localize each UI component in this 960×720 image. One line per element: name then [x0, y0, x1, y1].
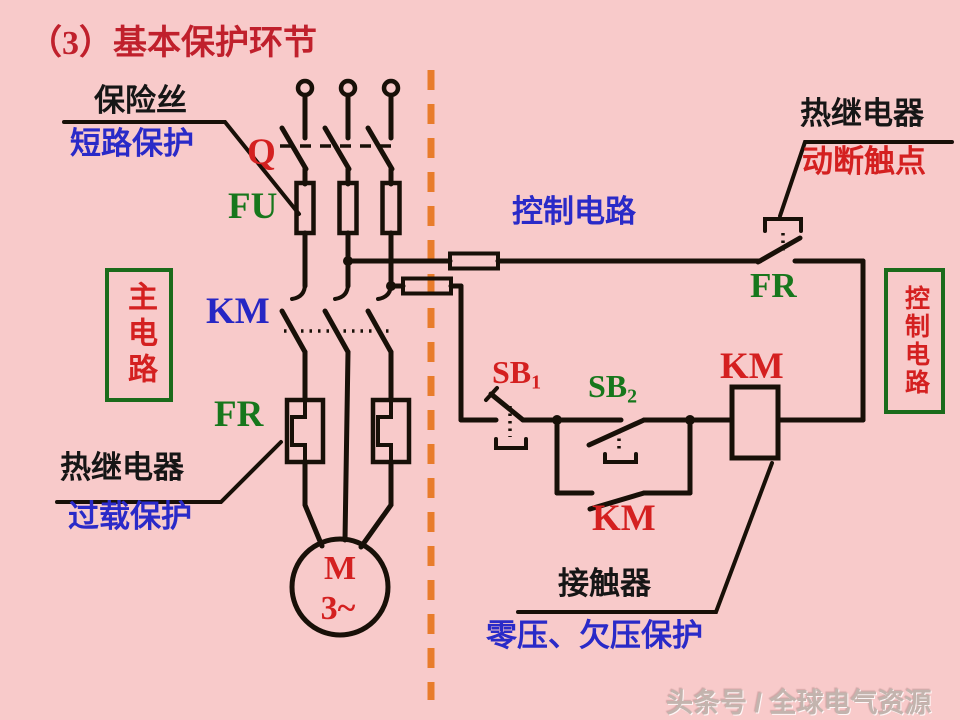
contactor-ref-km-main: KM: [206, 291, 270, 332]
motor-ref: M: [323, 550, 357, 587]
control-circuit-box-label: 控制电路: [901, 285, 929, 397]
disconnect-switch-q: [279, 93, 397, 187]
km-coil-symbol: [729, 384, 781, 461]
sb2-subscript: 2: [627, 385, 638, 408]
sb1-subscript: 1: [531, 371, 542, 394]
km-main-contacts: [279, 282, 394, 355]
fr-nc-contact: [755, 217, 866, 423]
control-circuit-label: 控制电路: [512, 194, 636, 229]
main-circuit-box-label: 主电路: [123, 281, 156, 389]
motor-phase: 3~: [320, 590, 356, 627]
fuse-ref-fu: FU: [228, 186, 278, 227]
thermal-ref-fr-control: FR: [750, 266, 797, 305]
stop-button-ref-sb1: SB1: [492, 354, 542, 394]
km-aux-contact: [554, 417, 693, 512]
contactor-label: 接触器: [558, 566, 651, 601]
fuse-label: 保险丝: [94, 83, 187, 118]
coil-ref-km: KM: [720, 346, 784, 387]
motor-symbol: [289, 536, 391, 638]
page-title: （3）基本保护环节: [28, 25, 317, 62]
sb1-stop-button: [458, 386, 528, 450]
three-phase-terminals-icon: [295, 78, 401, 98]
voltage-protection-label: 零压、欠压保护: [486, 618, 703, 653]
pointer-lines: [55, 120, 954, 614]
main-circuit-box: 主电路: [105, 268, 173, 402]
control-circuit-box: 控制电路: [884, 268, 945, 414]
thermal-relay-label-left: 热继电器: [60, 450, 184, 485]
thermal-ref-fr-main: FR: [214, 394, 264, 435]
motor-feed-wires: [302, 349, 394, 550]
overload-protection-label: 过载保护: [68, 499, 192, 534]
aux-contact-ref-km: KM: [592, 498, 656, 539]
thermal-relay-label-right: 热继电器: [800, 96, 924, 131]
watermark: 头条号 / 全球电气资源: [666, 688, 932, 718]
sb2-base: SB: [588, 368, 628, 404]
switch-ref-q: Q: [247, 132, 276, 173]
junction-dots: [343, 256, 695, 425]
fuse-fu: [294, 180, 402, 236]
sb1-base: SB: [492, 354, 532, 390]
start-button-ref-sb2: SB2: [588, 368, 638, 408]
short-circuit-protection-label: 短路保护: [70, 126, 194, 161]
nc-contact-label: 动断触点: [802, 144, 926, 179]
sb2-start-button: [520, 417, 735, 464]
control-wire-top: [345, 251, 763, 271]
